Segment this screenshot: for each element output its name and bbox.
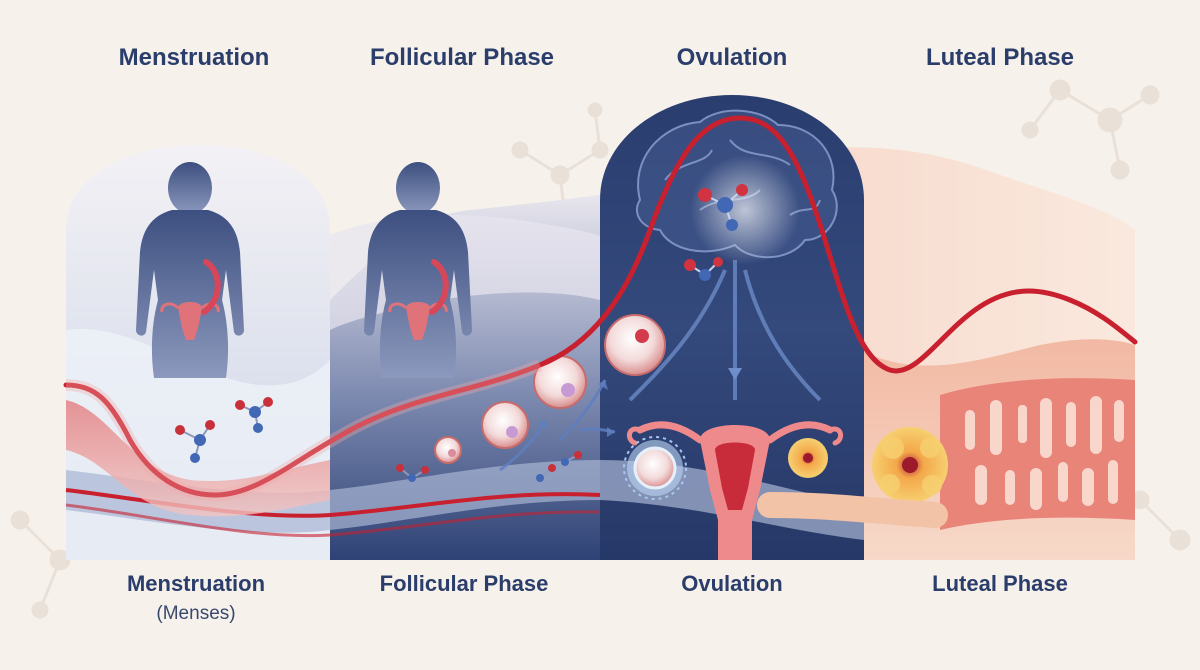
background-molecule-pattern	[10, 79, 1191, 619]
molecule-icon	[175, 397, 273, 463]
molecule-icon	[684, 184, 748, 281]
phase-sublabel-menses: (Menses)	[156, 603, 236, 624]
phase-label-menstruation-bottom: Menstruation	[126, 571, 266, 596]
phase-label-ovulation-bottom: Ovulation	[681, 571, 783, 596]
endometrium-icon	[940, 378, 1135, 530]
corpus-luteum-icon	[788, 438, 828, 478]
phase-label-luteal-bottom: Luteal Phase	[932, 571, 1068, 596]
phase-label-menstruation-top: Menstruation	[118, 44, 270, 71]
follicle-icon	[481, 401, 529, 449]
corpus-luteum-icon	[872, 427, 948, 503]
phase-label-ovulation-top: Ovulation	[676, 44, 788, 71]
follicle-icon	[604, 314, 666, 376]
phase-label-follicular-bottom: Follicular Phase	[379, 571, 549, 596]
female-silhouette-icon	[364, 162, 472, 378]
female-silhouette-icon	[136, 162, 244, 378]
follicle-icon	[434, 436, 462, 464]
luteal-panel	[800, 147, 1135, 560]
egg-icon	[623, 436, 687, 500]
molecule-icon	[396, 451, 582, 482]
uterus-icon	[626, 421, 844, 560]
uterus-icon	[160, 259, 221, 340]
uterus-icon	[388, 259, 449, 340]
hormone-curve	[63, 115, 1138, 498]
phase-label-luteal-top: Luteal Phase	[925, 44, 1075, 71]
phase-label-follicular-top: Follicular Phase	[369, 44, 555, 71]
